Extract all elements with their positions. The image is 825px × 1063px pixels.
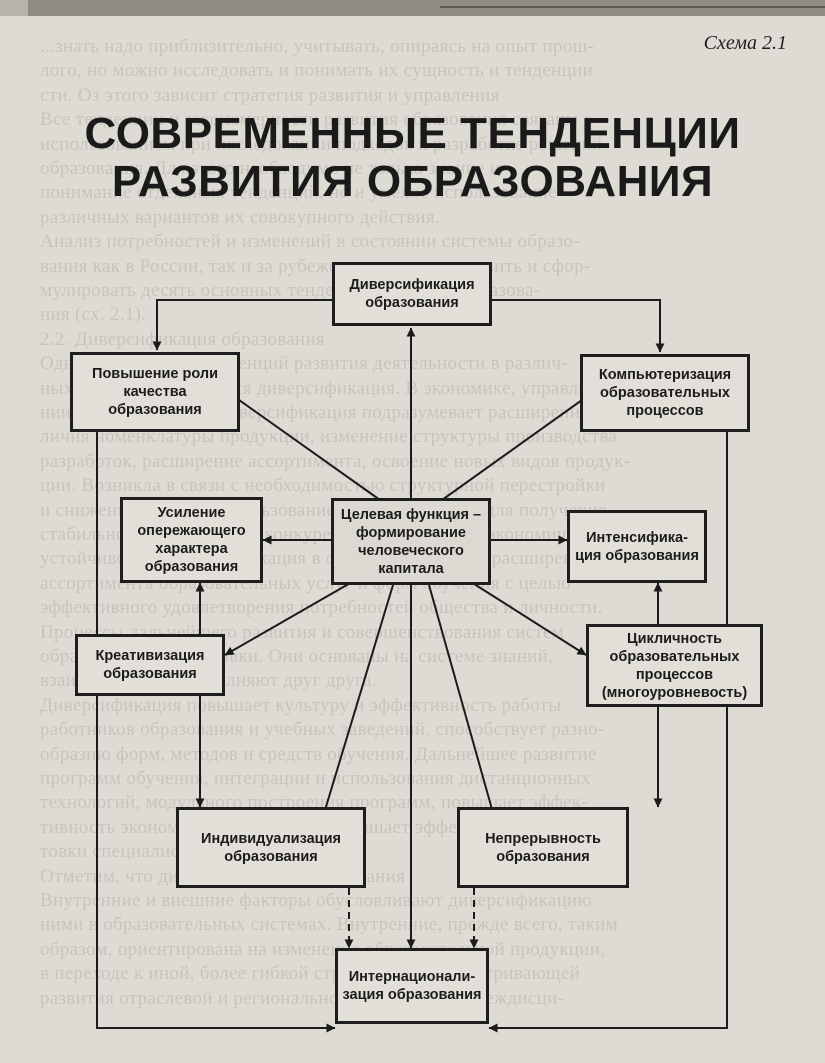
node-center: Целевая функция – формирование человечес… [331, 498, 491, 585]
show-through-line: Все тенденции и закономерности развития … [40, 109, 593, 130]
show-through-line: использованием при исследовании подходов… [40, 134, 603, 155]
show-through-line: Внутренние и внешние факторы обусловлива… [40, 890, 593, 911]
show-through-line: программ обучения, интеграции и использо… [40, 768, 591, 789]
arrow-to-individualization [320, 584, 394, 821]
node-advancing-label: Усиление опережающего характера образова… [137, 505, 246, 575]
node-individualization: Индивидуализация образования [176, 807, 366, 888]
show-through-line: Диверсификация повышает культуру и эффек… [40, 695, 562, 716]
node-internationalization: Интернационали- зация образования [335, 948, 489, 1024]
title-line-1: СОВРЕМЕННЫЕ ТЕНДЕНЦИИ [84, 109, 741, 158]
node-diversification: Диверсификация образования [332, 262, 492, 326]
show-through-line: 2.2. Диверсификация образования [40, 329, 325, 350]
show-through-line: ...знать надо приблизительно, учитывать,… [40, 36, 595, 57]
node-diversification-label: Диверсификация образования [349, 277, 475, 311]
arrow-to-computerization [441, 389, 597, 501]
title-line-2: РАЗВИТИЯ ОБРАЗОВАНИЯ [111, 157, 714, 206]
node-cyclicity-label: Цикличность образовательных процессов (м… [601, 630, 748, 701]
show-through-line: ния (сх. 2.1). [40, 304, 147, 325]
page-corner-tab [0, 0, 28, 16]
node-computerization: Компьютеризация образовательных процессо… [580, 354, 750, 432]
node-individualization-label: Индивидуализация образования [201, 830, 341, 865]
node-quality: Повышение роли качества образования [70, 352, 240, 432]
header-rule [440, 6, 825, 8]
link-diversification-quality [152, 299, 332, 351]
show-through-line: ции. Возникла в связи с необходимостью с… [40, 475, 606, 496]
node-creativization: Креативизация образования [75, 634, 225, 696]
arrow-to-cyclicity [470, 581, 587, 656]
node-cyclicity: Цикличность образовательных процессов (м… [586, 624, 763, 707]
scheme-label: Схема 2.1 [703, 32, 787, 54]
show-through-line: сти. Оз этого зависит стратегия развития… [40, 85, 500, 106]
node-quality-label: Повышение роли качества образования [92, 366, 218, 418]
show-through-line: Анализ потребностей и изменений в состоя… [40, 231, 580, 252]
node-center-label: Целевая функция – формирование человечес… [340, 506, 482, 577]
link-quality-outer-left [96, 432, 336, 1033]
diagram-title: СОВРЕМЕННЫЕ ТЕНДЕНЦИИ РАЗВИТИЯ ОБРАЗОВАН… [0, 110, 825, 206]
node-creativization-label: Креативизация образования [95, 648, 205, 682]
show-through-line: различных вариантов их совокупного дейст… [40, 207, 440, 228]
node-intensification: Интенсифика- ция образования [567, 510, 707, 583]
show-through-line: эффективного удовлетворения потребностей… [40, 597, 603, 618]
arrow-to-continuity [428, 584, 498, 821]
arrow-to-creativization [224, 581, 353, 656]
node-internationalization-label: Интернационали- зация образования [342, 969, 482, 1003]
show-through-line: разработок, расширение ассортимента, осв… [40, 451, 631, 472]
show-through-line: понимание отдельных тенденций, но и умел… [40, 182, 557, 203]
node-continuity: Непрерывность образования [457, 807, 629, 888]
show-through-line: товки специалистов. [40, 841, 212, 862]
arrow-to-quality [224, 389, 381, 501]
link-diversification-computerization [492, 299, 665, 353]
page-top-bar [0, 0, 825, 16]
show-through-line: лого, но можно исследовать и понимать их… [40, 60, 593, 81]
show-through-line: работников образования и учебных заведен… [40, 719, 605, 740]
node-advancing: Усиление опережающего характера образова… [120, 497, 263, 583]
show-through-line: образию форм, методов и средств обучения… [40, 744, 597, 765]
node-computerization-label: Компьютеризация образовательных процессо… [598, 367, 732, 419]
node-continuity-label: Непрерывность образования [485, 830, 601, 865]
node-intensification-label: Интенсифика- ция образования [575, 529, 699, 564]
show-through-line: образования. Для этого необходимо не тол… [40, 158, 501, 179]
